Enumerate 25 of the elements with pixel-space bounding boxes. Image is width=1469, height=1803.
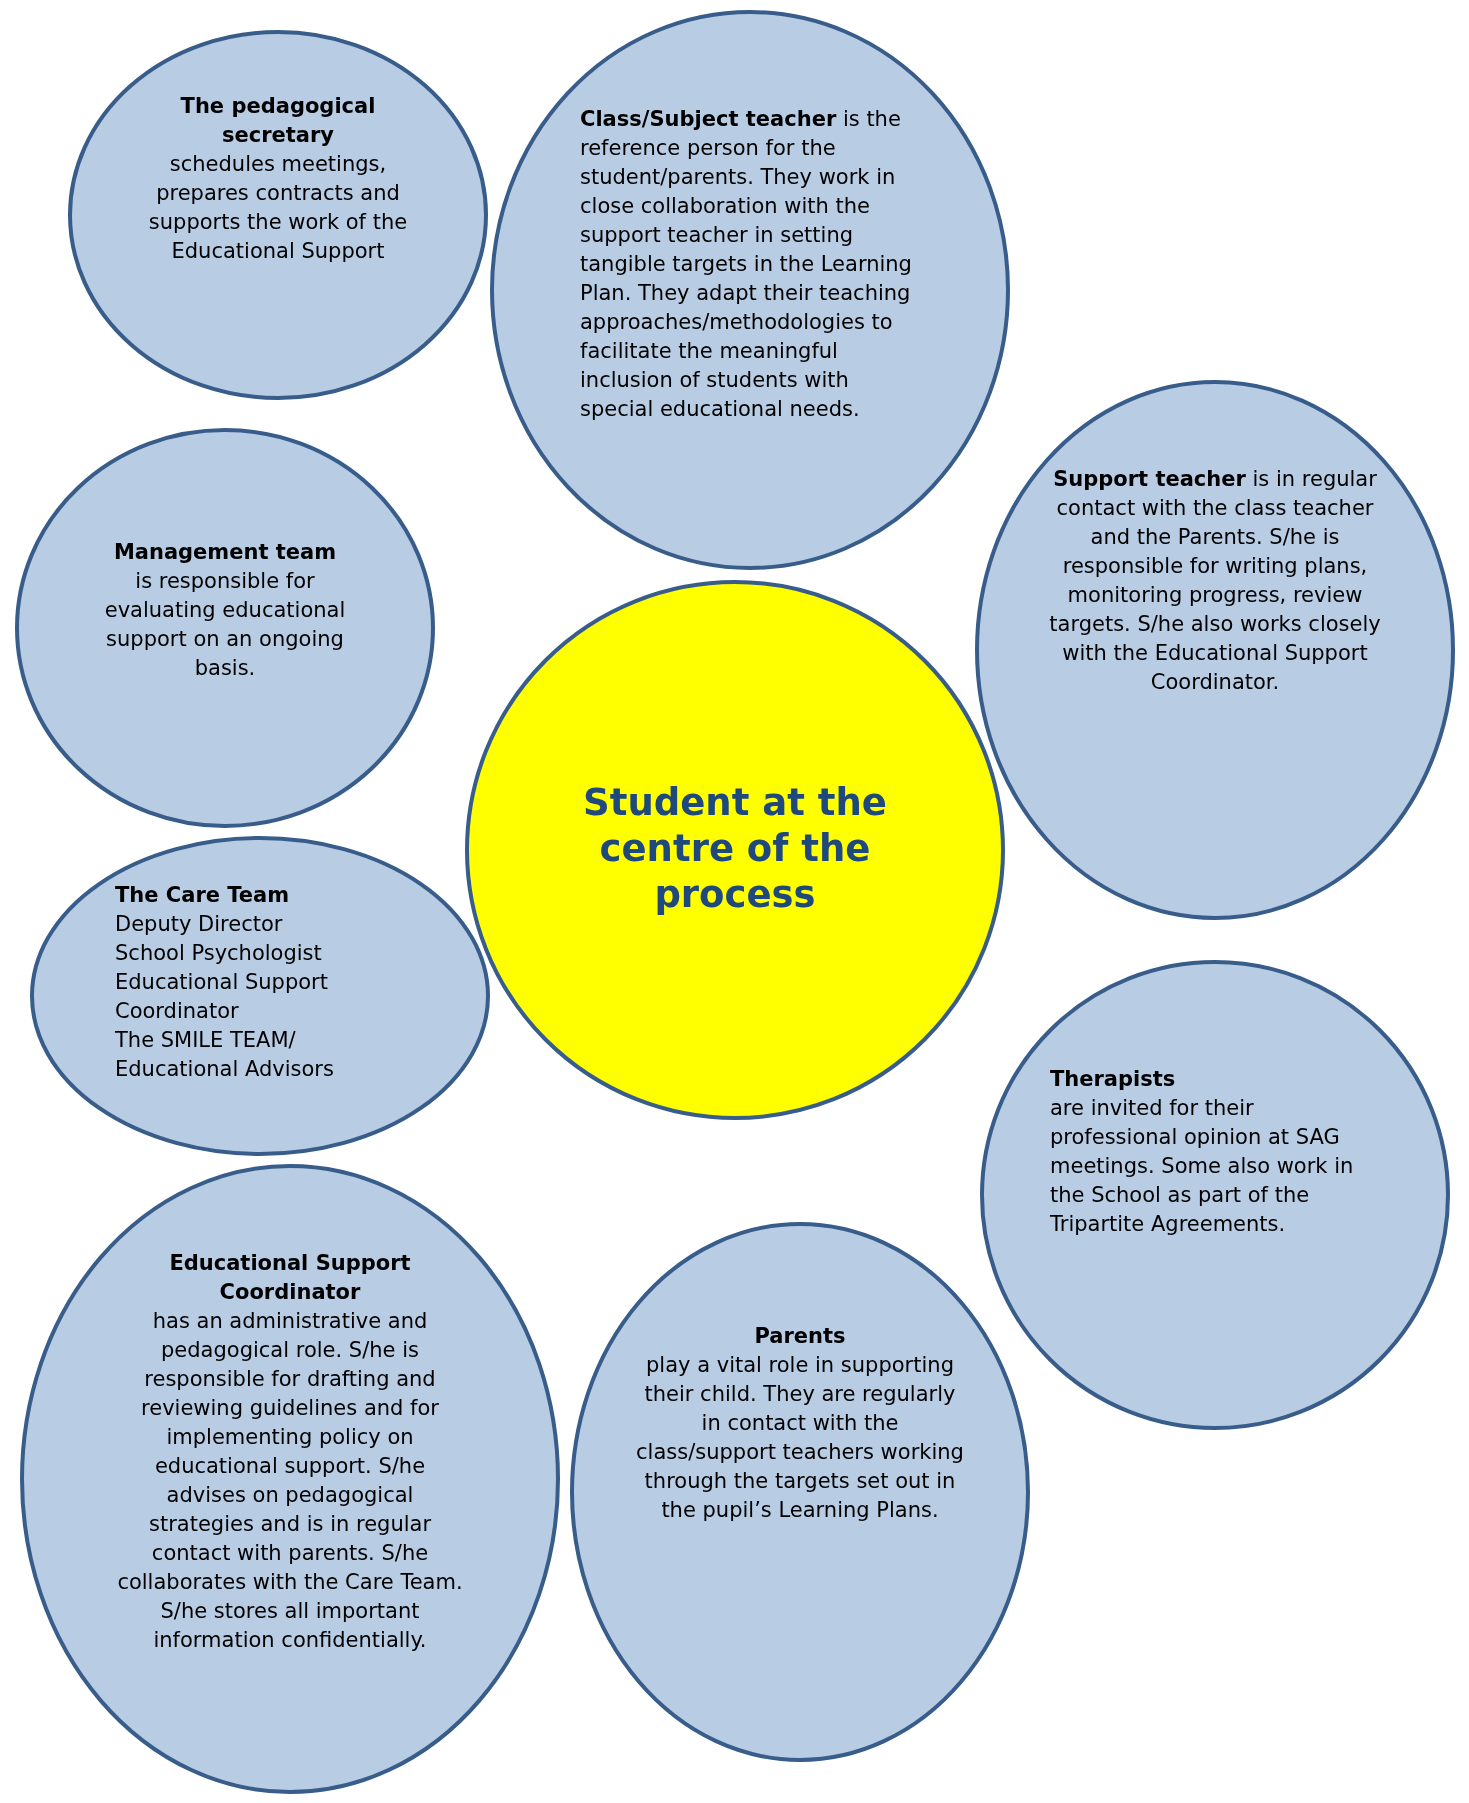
role-heading: Management team bbox=[112, 539, 338, 566]
role-description: Class/Subject teacher is the reference person for the student/parents. They work in close collaboration with the support teacher in setting tangible targets in the Learning Plan. They adapt their teaching approaches/methodologies to facilitate the meaningful inclusion of students with special educational needs. bbox=[580, 106, 913, 423]
role-bubble bbox=[20, 1164, 560, 1794]
role-heading: Parents bbox=[753, 1323, 847, 1350]
member-name: The SMILE TEAM/ Educational Advisors bbox=[115, 1027, 335, 1083]
role-bubble bbox=[980, 960, 1450, 1430]
role-bubble bbox=[30, 836, 490, 1156]
role-description: are invited for their professional opinion at SAG meetings. Some also work in the School as part of the Tripartite Agreements. bbox=[1050, 1095, 1355, 1238]
member-name: Deputy Director bbox=[115, 911, 284, 938]
member-name: Educational Support Coordinator bbox=[115, 969, 329, 1025]
role-description: has an administrative and pedagogical role. S/he is responsible for drafting and reviewing guidelines and for implementing policy on educational support. S/he advises on pedagogical strategies and is in regular contact with parents. S/he collaborates with the Care Team. S/he stores all important information confidentially. bbox=[116, 1308, 464, 1654]
role-bubble bbox=[570, 1222, 1030, 1762]
center-title: Student at the centre of the process bbox=[582, 780, 888, 918]
role-bubble bbox=[15, 428, 435, 828]
role-bubble bbox=[975, 380, 1455, 920]
role-bubble bbox=[490, 10, 1010, 570]
role-description: is responsible for evaluating educational support on an ongoing basis. bbox=[103, 568, 347, 682]
member-name: School Psychologist bbox=[115, 940, 323, 967]
role-description: play a vital role in supporting their child. They are regularly in contact with the class/support teachers working through the targets set out in the pupil’s Learning Plans. bbox=[635, 1352, 965, 1524]
role-heading: Therapists bbox=[1050, 1066, 1177, 1093]
center-circle bbox=[465, 580, 1005, 1120]
role-heading: The Care Team bbox=[115, 882, 291, 909]
role-description: Support teacher is in regular contact with the class teacher and the Parents. S/he is responsible for writing plans, monitoring progress, review targets. S/he also works closely with the Educational Support Coordinator. bbox=[1048, 466, 1382, 696]
role-description: schedules meetings, prepares contracts and supports the work of the Educational Support bbox=[147, 151, 409, 265]
role-bubble bbox=[68, 30, 488, 400]
